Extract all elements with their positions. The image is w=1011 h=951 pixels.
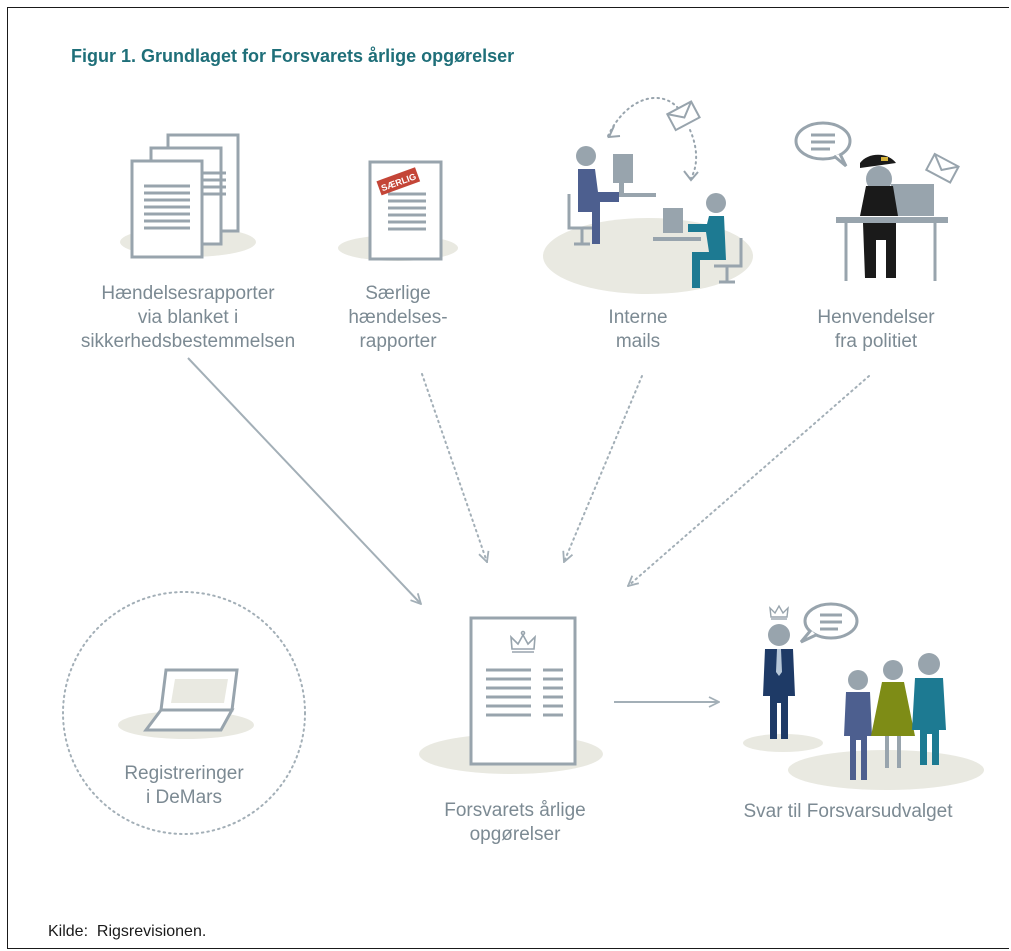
label-line: sikkerhedsbestemmelsen: [80, 331, 296, 352]
label-line: Interne: [608, 307, 668, 328]
arrow-politiet-to-opgoerelser: [628, 375, 870, 586]
label-haendelsesrapporter: Hændelsesrapporter via blanket i sikkerh…: [68, 282, 308, 354]
source-note: Kilde: Rigsrevisionen.: [48, 923, 207, 940]
label-line: Henvendelser: [817, 307, 935, 328]
label-line: rapporter: [359, 331, 437, 352]
label-demars: Registreringer i DeMars: [114, 762, 254, 810]
label-line: via blanket i: [137, 307, 239, 328]
crown-icon: [510, 630, 536, 653]
label-line: Hændelsesrapporter: [101, 283, 275, 304]
label-line: fra politiet: [834, 331, 918, 352]
envelope-icon: [665, 100, 701, 132]
crown-icon: [769, 604, 789, 620]
envelope-icon: [924, 152, 960, 184]
mail-arc: [607, 96, 679, 137]
label-line: Forsvarets årlige: [444, 800, 586, 821]
label-saerlige: Særlige hændelses- rapporter: [338, 282, 458, 354]
arrow-interne-mails-to-opgoerelser: [564, 375, 643, 562]
label-politiet: Henvendelser fra politiet: [816, 306, 936, 354]
stamped-document-icon: SÆRLIG: [338, 160, 458, 261]
label-line: Særlige: [365, 283, 431, 304]
police-officer-icon: [794, 121, 960, 281]
label-line: hændelses-: [348, 307, 448, 328]
arrow-saerlige-to-opgoerelser: [421, 373, 487, 562]
label-line: mails: [615, 331, 661, 352]
label-interne-mails: Interne mails: [588, 306, 688, 354]
diagram-canvas: SÆRLIG: [62, 96, 984, 835]
label-line: i DeMars: [145, 787, 222, 808]
committee-people-icon: [743, 602, 984, 790]
stacked-documents-icon: [120, 133, 256, 259]
label-forsvarsudvalget: Svar til Forsvarsudvalget: [728, 800, 968, 824]
label-line: Registreringer: [124, 763, 244, 784]
arrows: [187, 357, 870, 702]
label-opgoerelser: Forsvarets årlige opgørelser: [425, 799, 605, 847]
demars-dotted-circle: [62, 591, 306, 835]
figure-title: Figur 1. Grundlaget for Forsvarets årlig…: [71, 46, 515, 66]
label-line: opgørelser: [469, 824, 561, 845]
figure-frame: Figur 1. Grundlaget for Forsvarets årlig…: [7, 7, 1009, 949]
speech-bubble-icon: [799, 602, 859, 644]
speech-bubble-icon: [794, 121, 852, 168]
crown-report-icon: [419, 616, 603, 774]
arrow-haendelsesrapporter-to-opgoerelser: [187, 357, 421, 604]
label-line: Svar til Forsvarsudvalget: [743, 801, 953, 822]
office-mail-exchange-icon: [543, 96, 753, 294]
laptop-icon: [62, 591, 306, 835]
